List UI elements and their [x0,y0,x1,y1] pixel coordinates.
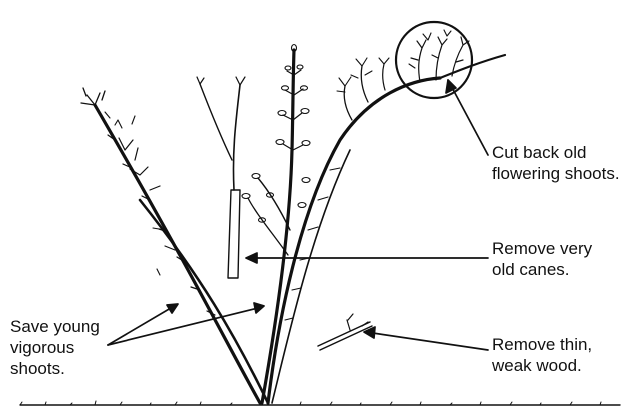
label-save-young: Save young vigorous shoots. [10,316,100,379]
label-save-young-line1: Save young [10,316,100,337]
arrow-save-young-left [108,305,176,345]
label-cut-back-line1: Cut back old [492,142,620,163]
label-cut-back: Cut back old flowering shoots. [492,142,620,184]
very-old-cane [197,77,245,278]
arrow-remove-thin [366,332,488,350]
label-cut-back-line2: flowering shoots. [492,163,620,184]
old-flowering-shoots [396,22,472,98]
label-remove-old: Remove very old canes. [492,238,592,280]
label-remove-old-line2: old canes. [492,259,592,280]
arching-old-cane [268,55,505,403]
label-save-young-line2: vigorous [10,337,100,358]
ground-line [20,401,620,405]
pointer-arrows [108,80,488,350]
label-save-young-line3: shoots. [10,358,100,379]
label-remove-thin-line2: weak wood. [492,355,592,376]
arrow-save-young-right [108,307,262,345]
label-remove-old-line1: Remove very [492,238,592,259]
young-cane-left [81,88,268,403]
arrow-cut-back [448,80,488,155]
label-remove-thin-line1: Remove thin, [492,334,592,355]
label-remove-thin: Remove thin, weak wood. [492,334,592,376]
